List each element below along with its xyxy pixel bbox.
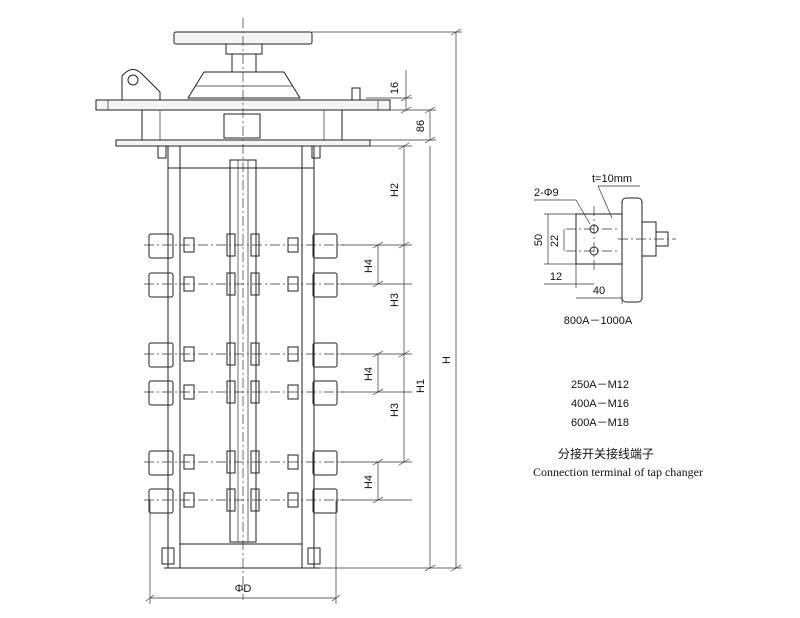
right-rod [301,145,315,569]
contact-level [144,233,344,259]
contact-level [144,450,344,476]
frame-bottom [179,543,303,569]
coupling [223,113,261,139]
left-rod [167,145,181,569]
caption-cn: 分接开关接线端子 [558,446,654,461]
contact-level [144,342,344,368]
dim-h4: H4 [363,259,375,273]
terminal-plate [575,213,623,265]
spec-item: 600A－M18 [571,417,629,429]
dimension-lines: 16 86 H2 H4 H3 H4 H3 H4 H1 H ΦD [145,28,462,604]
bolt [351,87,361,101]
dim-h3: H3 [389,403,401,417]
caption-en: Connection terminal of tap changer [533,465,703,479]
dim-22: 22 [549,235,561,247]
column-body [161,145,321,569]
dim-86: 86 [415,120,427,132]
dim-h4: H4 [363,475,375,489]
contact-level [144,272,344,298]
thickness-label: t=10mm [592,173,632,185]
dim-12: 12 [550,271,562,283]
gear-cover [187,71,301,99]
lifting-lug [121,69,161,101]
contact-level [144,488,344,514]
hub [225,43,263,55]
shaft-top [231,53,257,73]
holes-label: 2-Φ9 [534,187,559,199]
spec-item: 250A－M12 [571,379,629,391]
dim-16: 16 [389,82,401,94]
dim-h3: H3 [389,293,401,307]
contact-holder [621,197,643,303]
spec-item: 400A－M16 [571,398,629,410]
dim-h1: H1 [415,379,427,393]
contact-levels [144,233,344,514]
spec-list: 250A－M12 400A－M16 600A－M18 [571,379,629,429]
dim-h4: H4 [363,367,375,381]
lug-hole-icon [127,74,139,86]
contact-level [144,380,344,406]
main-shaft [229,159,257,543]
rating-label: 800A－1000A [564,315,633,327]
dim-40: 40 [593,285,605,297]
dim-h: H [441,356,453,364]
dim-50: 50 [533,234,545,246]
dim-h2: H2 [389,183,401,197]
frame-top [167,145,315,169]
dim-diameter: ΦD [235,583,252,595]
terminal-detail: t=10mm 2-Φ9 50 22 12 40 800A－1000A [533,173,676,327]
